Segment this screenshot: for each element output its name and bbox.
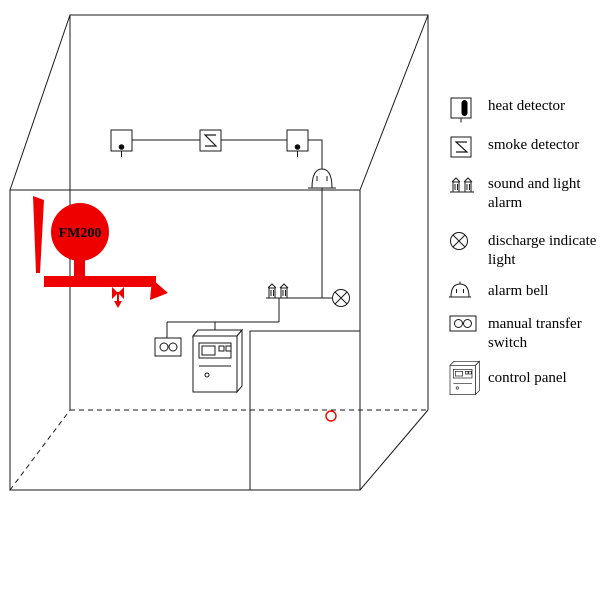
control-panel-icon	[448, 350, 480, 406]
fm200-pipe	[44, 276, 156, 287]
sound-light-alarm-icon	[448, 173, 480, 195]
legend-label: discharge indicate light	[488, 233, 597, 268]
legend-item-smoke-detector: smoke detector	[448, 134, 600, 162]
fm200-left-nozzle	[33, 196, 44, 273]
legend-item-alarm-bell: alarm bell	[448, 280, 600, 301]
legend-label: control panel	[488, 369, 567, 386]
legend-item-sound-light-alarm: sound and light alarm	[448, 173, 600, 213]
alarm-bell-icon	[448, 280, 480, 300]
legend-item-manual-transfer-switch: manual transfer switch	[448, 313, 600, 353]
legend-label: smoke detector	[488, 137, 580, 153]
room-wireframe	[9, 14, 429, 491]
heat-detector-icon	[448, 95, 480, 123]
heat-detector-2	[286, 129, 309, 157]
smoke-detector-icon	[448, 134, 480, 162]
control-panel-device	[191, 328, 244, 394]
legend-label: heat detector	[488, 98, 566, 114]
smoke-detector-1	[199, 129, 222, 152]
legend-label: sound and light alarm	[488, 176, 581, 211]
fm200-cylinder	[51, 203, 109, 261]
detector-wiring	[132, 139, 332, 338]
fm200-discharge-arrow	[150, 279, 168, 300]
legend-item-heat-detector: heat detector	[448, 95, 600, 123]
alarm-bell-device	[308, 165, 336, 189]
fm200-valve-stem	[74, 256, 85, 280]
legend-item-control-panel: control panel	[448, 350, 600, 406]
discharge-indicate-light-device	[332, 289, 350, 307]
heat-detector-1	[110, 129, 133, 157]
legend-item-discharge-indicate-light: discharge indicate light	[448, 230, 600, 270]
protected-enclosure	[249, 330, 360, 490]
manual-transfer-switch-icon	[448, 313, 480, 333]
manual-transfer-switch-device	[154, 337, 182, 357]
fm200-tank-assembly: FM200	[33, 196, 168, 308]
discharge-nozzle-mark	[325, 410, 337, 422]
fm200-label: FM200	[59, 226, 102, 241]
discharge-indicate-light-icon	[448, 230, 480, 252]
legend-label: alarm bell	[488, 283, 549, 299]
legend-label: manual transfer switch	[488, 316, 582, 351]
sound-light-alarm-device	[266, 283, 292, 299]
